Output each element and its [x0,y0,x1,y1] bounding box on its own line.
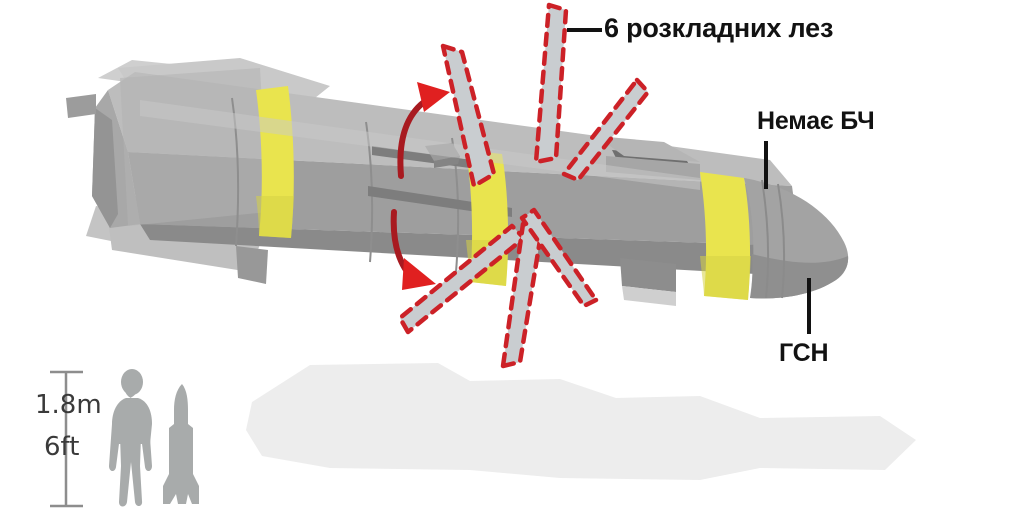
deployment-arrows [390,82,450,290]
human-silhouette-body [112,398,152,444]
ground-shadow [246,363,916,480]
band-yellow-forward [700,172,751,300]
scale-label-metric: 1.8m [35,390,102,420]
blade-lower-right [519,207,599,309]
ventral-fin-forward [620,258,676,292]
missile-body [66,68,849,306]
missile-silhouette [163,384,199,504]
arrow-upper-head [417,82,450,112]
callout-label-seeker: ГСН [779,339,829,367]
seam-ring-1 [231,97,240,247]
nose-ring-2 [777,183,786,299]
blade-upper-left [440,43,497,189]
band-yellow-rear [256,86,294,238]
mid-fin-top [596,136,700,162]
nose-ogive-shade [750,254,849,299]
callout-label-no-warhead: Немає БЧ [757,107,875,135]
callout-label-blades: 6 розкладних лез [604,13,834,43]
nose-ring-1 [761,179,770,299]
human-head [121,369,143,395]
dimension-bar [50,370,83,508]
tail-cap-shade [92,108,118,228]
blade-upper-center [533,2,569,165]
ventral-fin-rear [236,246,268,284]
scale-reference [50,369,199,508]
blade-lower-left [397,223,527,335]
tail-probe [66,94,96,118]
callout-leaders [567,28,811,334]
rear-body-block [120,68,268,226]
scale-label-imperial: 6ft [44,432,80,462]
arrow-upper-shaft [397,99,427,179]
fuselage-highlight [140,100,700,190]
deployable-blades [397,2,651,369]
lug-fitting-shade [434,156,460,168]
seeker-nose [744,178,849,299]
body-lower-surface [128,152,800,246]
arrow-lower-head [402,258,436,290]
ventral-fin-forward-light [622,286,676,306]
blade-upper-right [561,77,651,183]
